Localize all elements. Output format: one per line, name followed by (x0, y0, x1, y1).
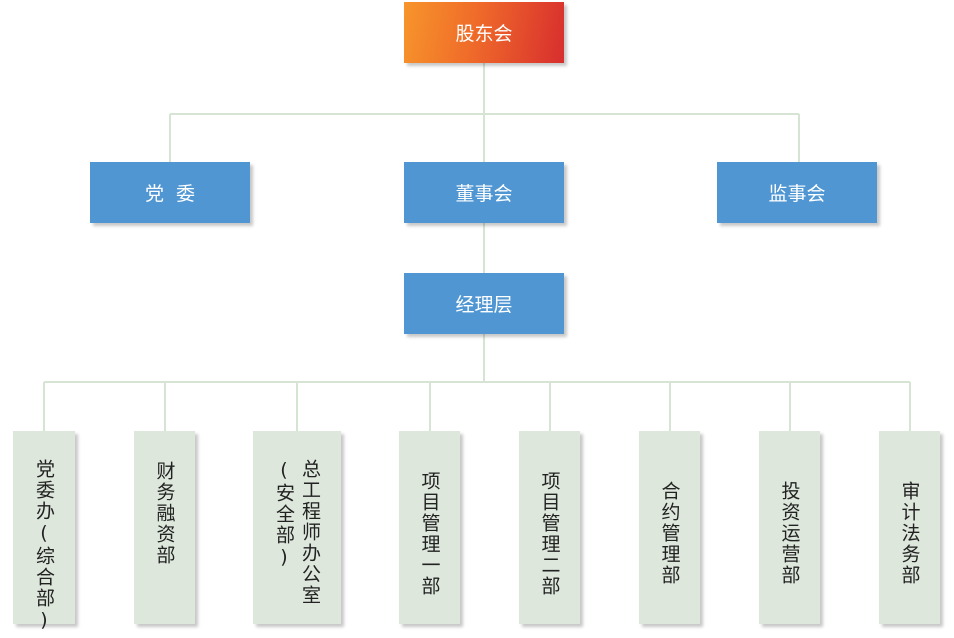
shareholders-meeting-label: 股东会 (455, 23, 513, 45)
department-label: 投资运营部 (778, 481, 801, 586)
department-label: 总工程师办公室 (安全部) (273, 459, 321, 606)
department-label: 合约管理部 (658, 481, 681, 586)
department-node-chief-engineer-office: 总工程师办公室 (安全部) (253, 431, 341, 624)
party-committee-label: 党委 (144, 183, 207, 205)
department-node-investment-operations: 投资运营部 (759, 431, 820, 624)
department-label: 审计法务部 (898, 481, 921, 586)
department-node-contract-management: 合约管理部 (639, 431, 700, 624)
department-label: 财务融资部 (153, 461, 176, 566)
board-of-supervisors-node: 监事会 (717, 162, 877, 223)
board-of-supervisors-label: 监事会 (768, 183, 826, 205)
department-node-project-management-1: 项目管理一部 (399, 431, 460, 624)
management-node: 经理层 (404, 273, 564, 334)
department-node-party-office: 党委办(综合部) (13, 431, 75, 633)
shareholders-meeting-node: 股东会 (404, 2, 564, 63)
department-node-finance: 财务融资部 (134, 431, 195, 624)
party-committee-node: 党委 (90, 162, 250, 223)
management-label: 经理层 (455, 294, 513, 316)
board-of-directors-label: 董事会 (455, 183, 513, 205)
department-node-project-management-2: 项目管理二部 (519, 431, 580, 624)
department-label: 项目管理一部 (418, 471, 441, 597)
department-node-audit-legal: 审计法务部 (879, 431, 940, 624)
department-label: 项目管理二部 (538, 471, 561, 597)
department-label: 党委办(综合部) (33, 459, 55, 633)
board-of-directors-node: 董事会 (404, 162, 564, 223)
